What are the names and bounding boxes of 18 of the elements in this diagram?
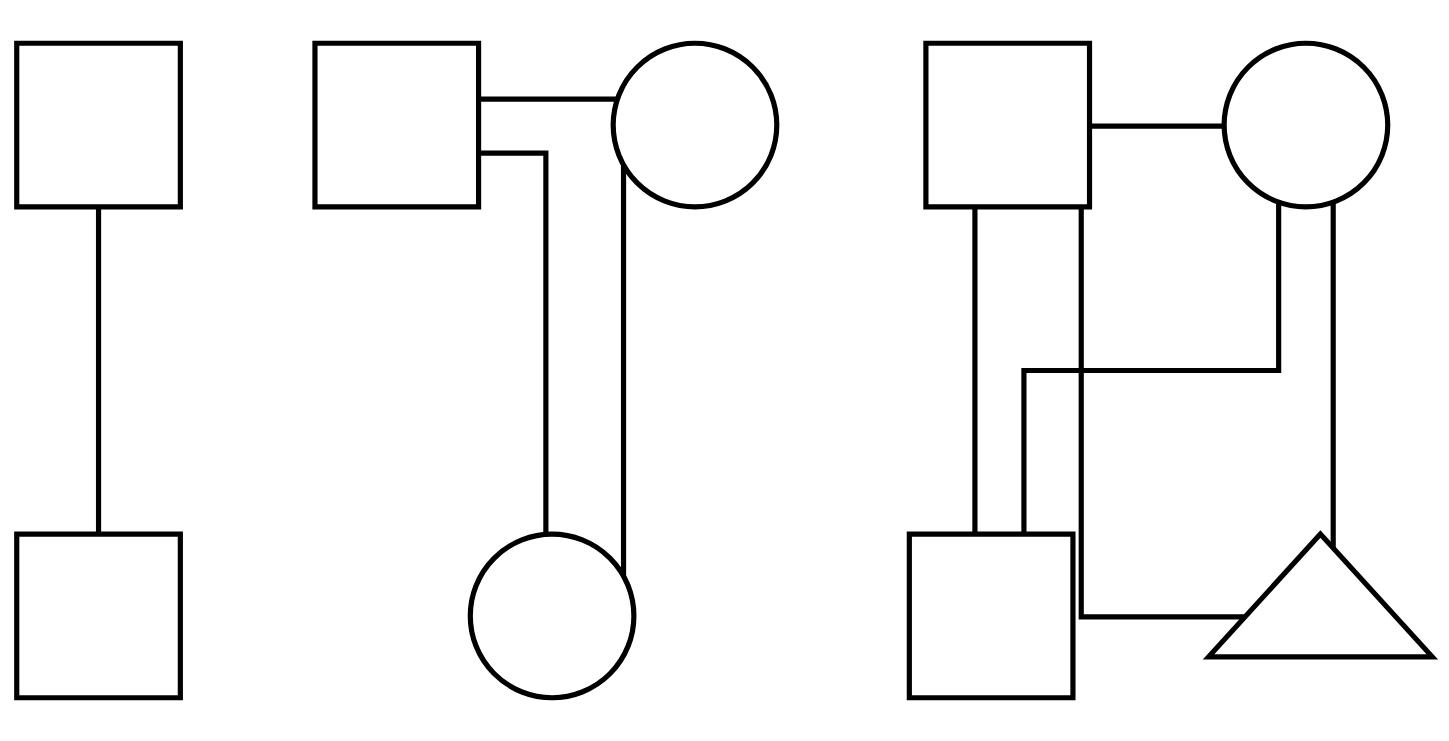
node-circle — [1221, 40, 1391, 210]
connector — [479, 96, 618, 102]
connector — [972, 207, 978, 534]
connector — [1078, 207, 1245, 620]
node-box — [923, 40, 1093, 210]
node-circle — [610, 40, 780, 210]
node-box — [14, 531, 183, 701]
connector — [1021, 202, 1282, 534]
connector — [479, 150, 549, 535]
node-triangle — [1202, 530, 1439, 660]
connector — [95, 207, 102, 534]
node-circle — [467, 531, 637, 701]
connector — [1090, 123, 1224, 129]
node-box — [14, 40, 183, 210]
connector — [1330, 202, 1336, 548]
node-box — [906, 531, 1076, 701]
node-box — [312, 40, 482, 210]
connector — [620, 165, 627, 576]
